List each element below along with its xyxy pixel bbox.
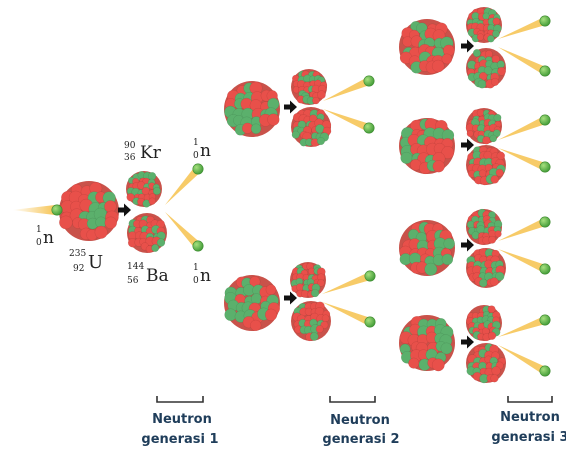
svg-text:Ba: Ba [146, 266, 169, 286]
svg-text:generasi 3: generasi 3 [491, 430, 566, 445]
svg-text:Neutron: Neutron [500, 410, 560, 425]
generation-2-label: Neutron generasi 2 [322, 413, 399, 447]
svg-text:generasi 1: generasi 1 [141, 432, 218, 447]
svg-text:0: 0 [36, 238, 42, 248]
gen3-neutron-top-4 [539, 314, 551, 326]
svg-text:92: 92 [73, 264, 84, 274]
incoming-neutron-label: 1 0 n [36, 225, 54, 248]
gen1-neutron-bottom [192, 240, 204, 252]
barium-nucleus [127, 213, 167, 254]
gen3-fragment-bottom-3 [466, 248, 506, 288]
krypton-label: 90 36 Kr [124, 141, 162, 163]
gen3-neutron-top-1 [539, 15, 551, 27]
gen3-fragment-bottom-4 [466, 343, 506, 384]
gen2-neutron-bottom-1 [363, 122, 375, 134]
svg-text:144: 144 [127, 262, 144, 272]
generation-2-bracket [329, 396, 376, 403]
gen1-neutron-top [192, 163, 204, 175]
gen3-target-nucleus-3 [399, 220, 455, 276]
emitted-neutron-label-top: 1 0 n [193, 138, 211, 161]
gen2-fragment-top-2 [290, 262, 326, 298]
incoming-neutron-trail [12, 205, 55, 215]
svg-text:n: n [200, 266, 211, 286]
gen2-target-nucleus-1 [224, 81, 280, 137]
gen3-fragment-bottom-1 [466, 48, 506, 89]
svg-text:0: 0 [193, 151, 199, 161]
svg-text:generasi 2: generasi 2 [322, 432, 399, 447]
gen3-fragment-top-2 [465, 108, 502, 145]
svg-text:n: n [200, 141, 211, 161]
fission-arrow-gen3-4 [461, 335, 474, 349]
fission-arrow-gen3-1 [461, 39, 474, 53]
gen3-fragment-top-1 [466, 7, 502, 43]
svg-text:U: U [88, 252, 103, 273]
svg-text:36: 36 [124, 153, 136, 163]
fission-arrow-gen3-2 [461, 138, 474, 152]
fission-arrow-gen3-3 [461, 238, 474, 252]
fission-arrows [118, 39, 474, 349]
gen3-neutron-bottom-1 [539, 65, 551, 77]
nuclei-layer [59, 7, 506, 384]
krypton-nucleus [126, 171, 162, 208]
svg-text:1: 1 [193, 138, 199, 148]
fission-arrow-gen1 [118, 203, 131, 217]
fission-arrow-gen2-2 [284, 291, 297, 305]
gen3-neutron-bottom-3 [539, 263, 551, 275]
svg-text:0: 0 [193, 276, 199, 286]
svg-text:1: 1 [193, 263, 199, 273]
svg-text:1: 1 [36, 225, 42, 235]
gen3-neutron-bottom-4 [539, 365, 551, 377]
gen3-target-nucleus-1 [399, 19, 455, 75]
neutron-trails [12, 17, 547, 375]
gen3-fragment-top-3 [466, 208, 503, 245]
gen2-fragment-bottom-2 [291, 301, 331, 342]
gen3-target-nucleus-2 [399, 117, 455, 175]
svg-text:90: 90 [124, 141, 136, 151]
gen2-neutron-bottom-2 [364, 316, 376, 328]
uranium-label: 235 92 U [69, 249, 103, 274]
svg-text:Neutron: Neutron [152, 412, 212, 427]
gen2-fragment-top-1 [291, 69, 328, 105]
svg-text:235: 235 [69, 249, 86, 259]
uranium-nucleus [59, 181, 119, 241]
incoming-neutron [51, 204, 63, 216]
generation-3-bracket [507, 396, 553, 403]
gen3-fragment-bottom-2 [466, 145, 506, 186]
gen2-neutron-top-2 [364, 270, 376, 282]
generation-1-label: Neutron generasi 1 [141, 412, 218, 447]
svg-text:Kr: Kr [140, 143, 162, 163]
gen2-fragment-bottom-1 [291, 107, 332, 147]
gen2-target-nucleus-2 [224, 275, 281, 332]
gen3-neutron-top-2 [539, 114, 551, 126]
svg-text:Neutron: Neutron [330, 413, 390, 428]
barium-label: 144 56 Ba [127, 262, 169, 286]
gen3-fragment-top-4 [466, 305, 502, 342]
fission-arrow-gen2-1 [284, 100, 297, 114]
svg-text:56: 56 [127, 276, 139, 286]
generation-3-label: Neutron generasi 3 [491, 410, 566, 445]
gen3-neutron-top-3 [539, 216, 551, 228]
free-neutrons [51, 15, 551, 377]
generation-1-bracket [156, 396, 204, 403]
emitted-neutron-label-bottom: 1 0 n [193, 263, 211, 286]
gen2-neutron-top-1 [363, 75, 375, 87]
gen3-neutron-bottom-2 [539, 161, 551, 173]
svg-text:n: n [43, 228, 54, 248]
gen3-target-nucleus-4 [399, 315, 455, 372]
